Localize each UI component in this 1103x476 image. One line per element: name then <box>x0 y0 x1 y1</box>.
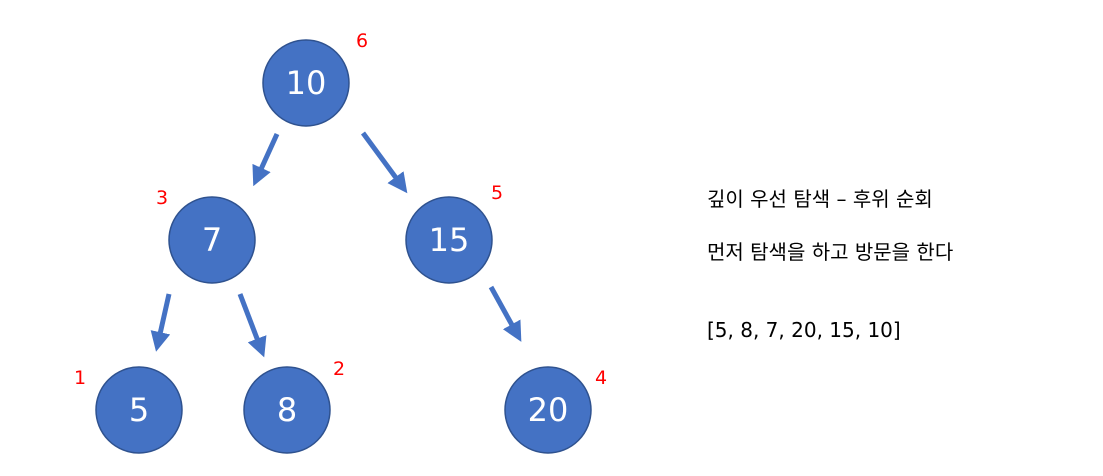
node-circle <box>262 39 350 127</box>
traversal-title: 깊이 우선 탐색 – 후위 순회 <box>707 187 933 211</box>
edge-arrow-n7-n8 <box>237 293 267 358</box>
node-circle <box>504 366 592 454</box>
tree-node-5: 5 <box>95 366 183 454</box>
visit-order-label: 4 <box>595 367 607 389</box>
tree-node-15: 15 <box>405 196 493 284</box>
tree-node-8: 8 <box>243 366 331 454</box>
visit-order-labels: 6 3 5 1 2 4 <box>74 30 607 389</box>
tree-node-10: 10 <box>262 39 350 127</box>
edge-arrow-n10-n7 <box>252 132 280 187</box>
node-circle <box>243 366 331 454</box>
visit-order-label: 5 <box>491 182 503 204</box>
tree-node-20: 20 <box>504 366 592 454</box>
node-value: 8 <box>277 391 297 429</box>
tree-nodes: 10 7 15 5 8 20 <box>95 39 592 454</box>
edge-arrow-n7-n5 <box>150 293 172 352</box>
node-value: 20 <box>528 391 569 429</box>
tree-node-7: 7 <box>168 196 256 284</box>
traversal-description: 먼저 탐색을 하고 방문을 한다 <box>707 240 954 264</box>
tree-edges <box>150 131 522 358</box>
node-circle <box>168 196 256 284</box>
node-circle <box>95 366 183 454</box>
node-value: 10 <box>286 64 327 102</box>
edge-arrow-n15-n20 <box>488 285 522 342</box>
visit-order-label: 6 <box>356 30 368 52</box>
node-circle <box>405 196 493 284</box>
visit-order-label: 2 <box>333 358 345 380</box>
node-value: 15 <box>429 221 470 259</box>
edge-arrow-n10-n15 <box>360 131 408 194</box>
node-value: 5 <box>129 391 149 429</box>
visit-order-label: 3 <box>156 187 168 209</box>
traversal-result: [5, 8, 7, 20, 15, 10] <box>707 318 901 342</box>
visit-order-label: 1 <box>74 367 86 389</box>
node-value: 7 <box>202 221 222 259</box>
